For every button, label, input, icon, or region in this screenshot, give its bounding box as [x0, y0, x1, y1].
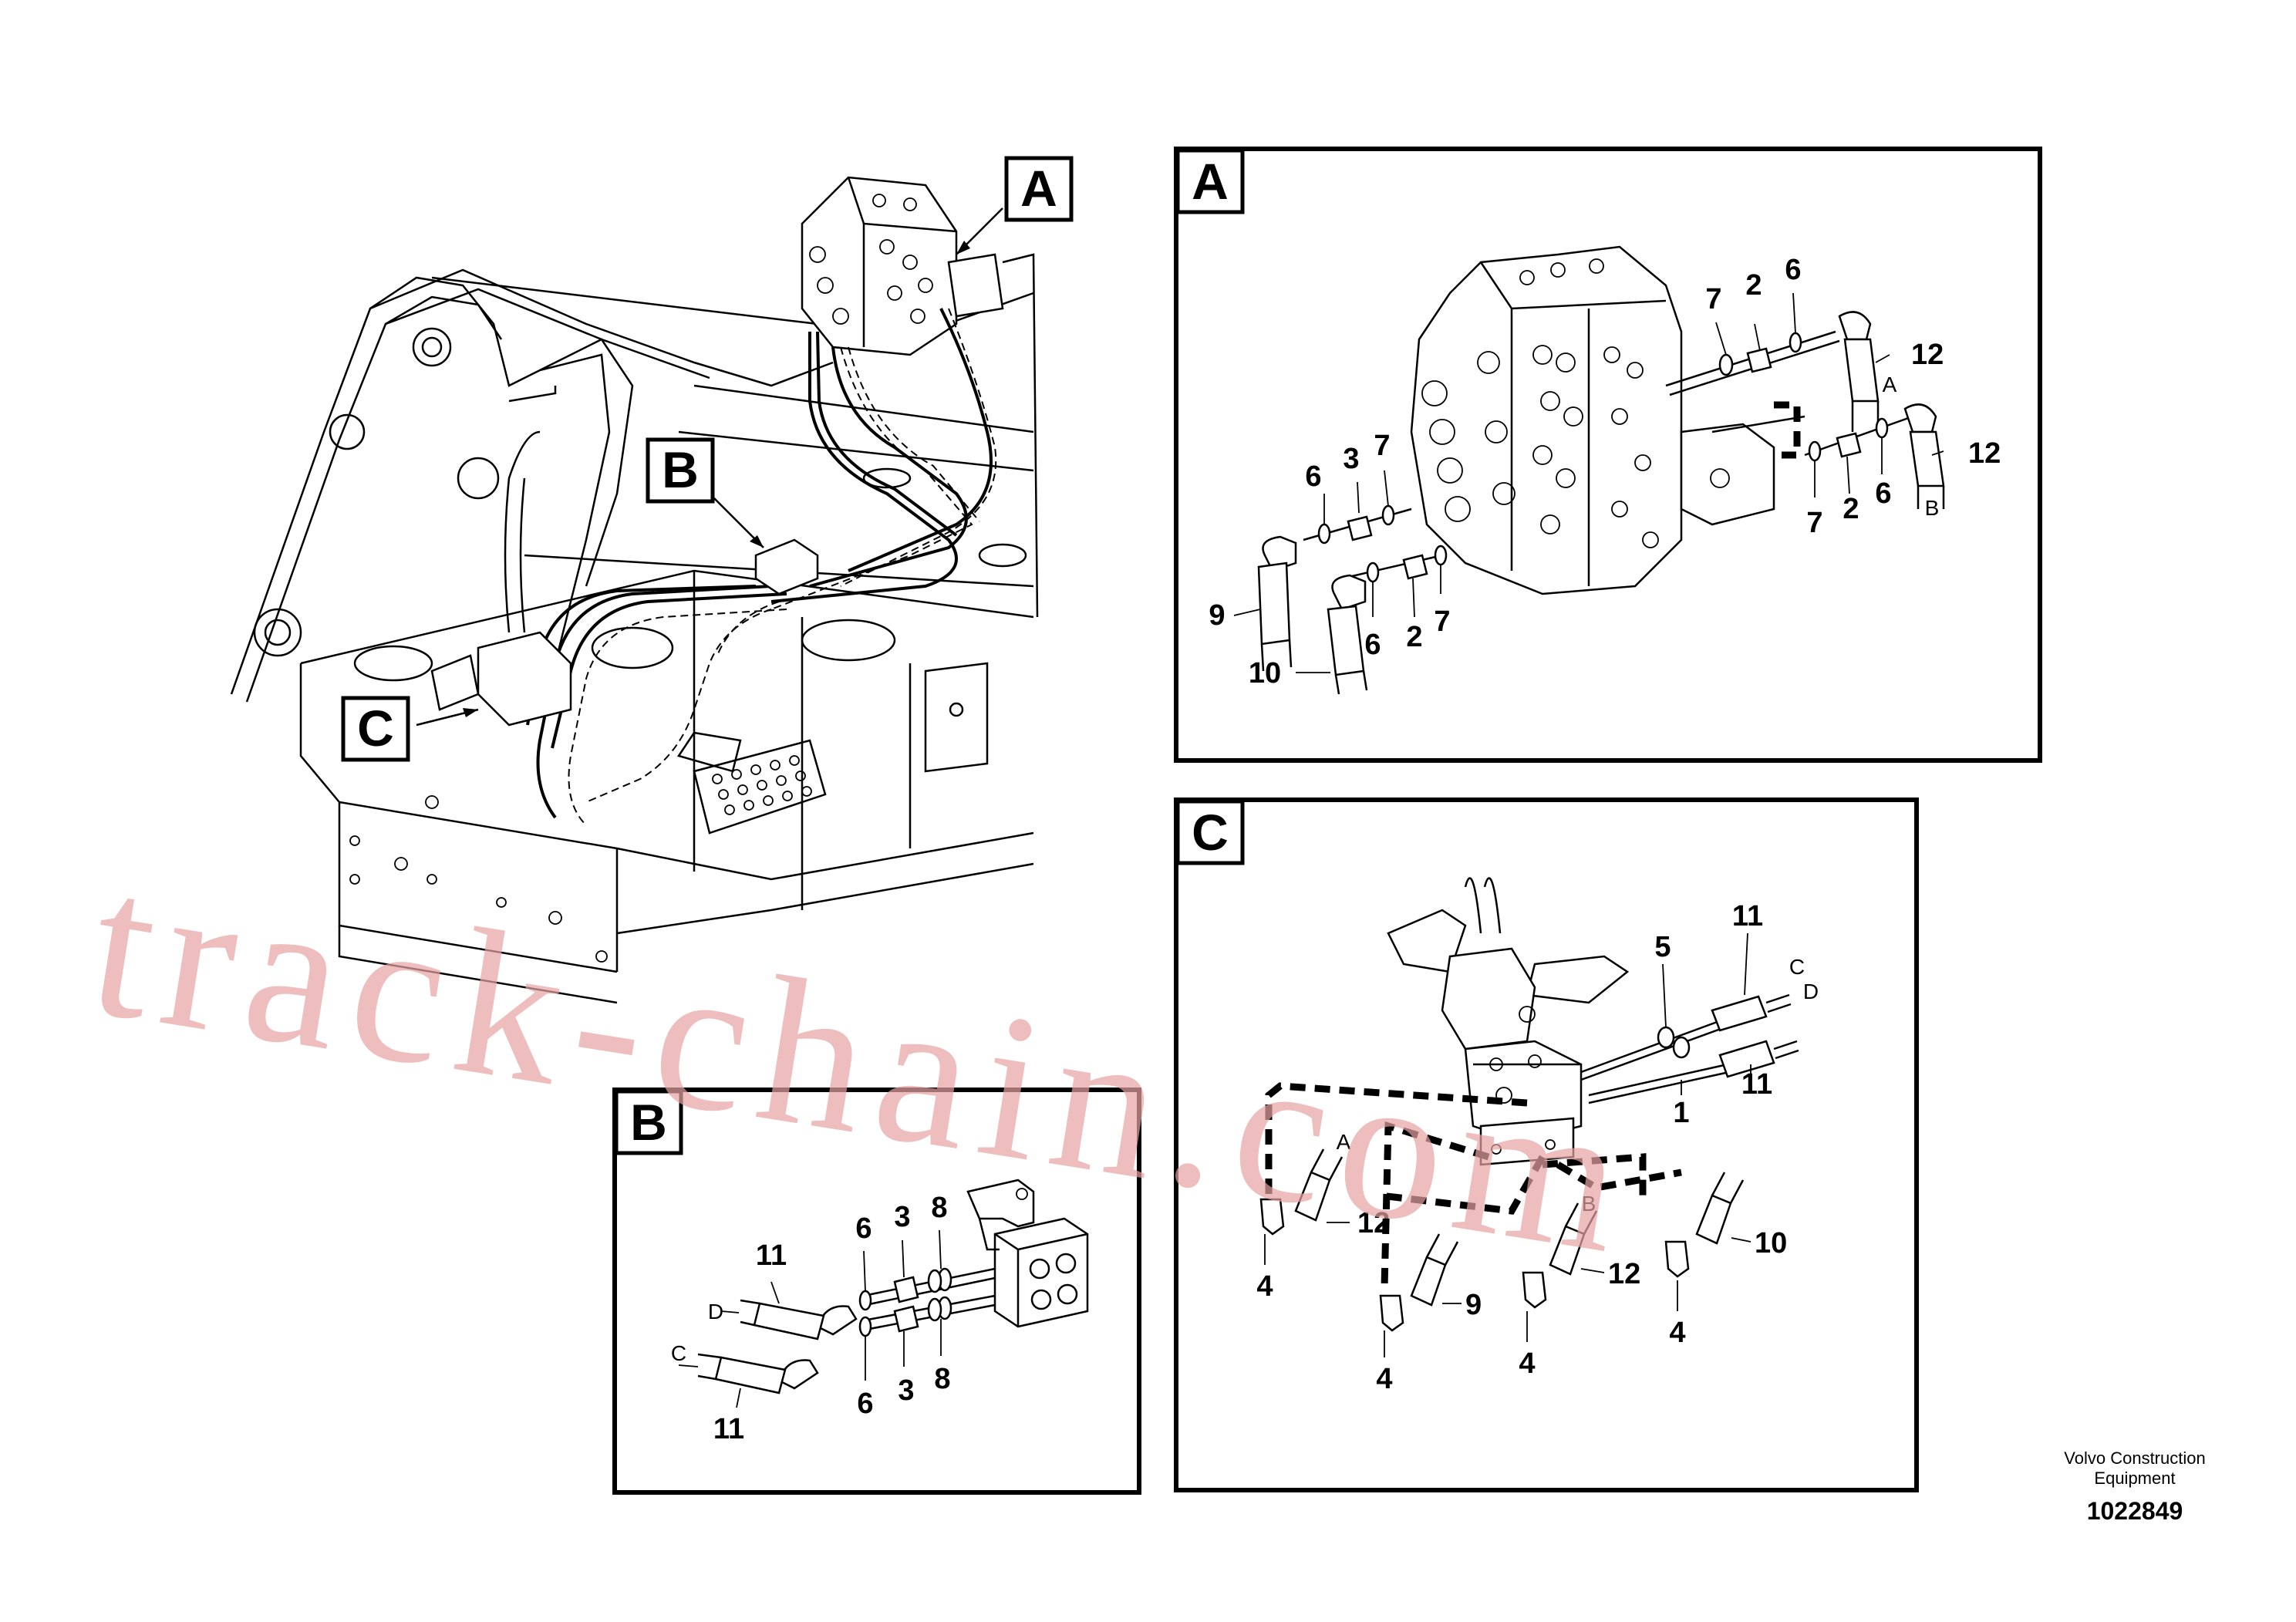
svg-text:B: B: [662, 441, 699, 498]
label-c-11-top: 11: [1732, 900, 1763, 932]
label-b-3-bottom: 3: [898, 1374, 914, 1407]
label-c-4-left: 4: [1256, 1270, 1273, 1303]
port-b-label: B: [1582, 1192, 1596, 1216]
label-a-9: 9: [1209, 599, 1225, 632]
label-c-9: 9: [1465, 1289, 1482, 1321]
label-c-12-center: 12: [1608, 1258, 1640, 1290]
port-b-label: B: [1925, 496, 1940, 520]
label-a-2-top: 2: [1745, 269, 1762, 302]
footer-company-line1: Volvo Construction: [2064, 1448, 2205, 1468]
port-a-label: A: [1883, 373, 1897, 396]
callout-a: A: [1004, 156, 1074, 222]
drawing-number: 1022849: [2087, 1497, 2183, 1525]
main-view: [230, 176, 1039, 1004]
detail-a-tag: A: [1192, 153, 1229, 210]
label-c-11-right: 11: [1741, 1068, 1772, 1101]
port-c-label: C: [671, 1341, 686, 1365]
label-b-8-top: 8: [931, 1192, 947, 1224]
label-a-7-top: 7: [1705, 283, 1721, 315]
label-c-4-bottom: 4: [1376, 1363, 1392, 1395]
detail-b-tag: B: [630, 1094, 667, 1151]
callout-c: C: [341, 696, 410, 762]
label-c-4-center: 4: [1519, 1347, 1535, 1380]
label-c-1: 1: [1673, 1097, 1689, 1129]
label-c-5: 5: [1654, 931, 1671, 963]
port-d-label: D: [1803, 980, 1819, 1003]
label-a-6-left: 6: [1305, 460, 1321, 493]
label-a-12-top: 12: [1911, 339, 1944, 371]
label-a-7-right: 7: [1806, 507, 1822, 539]
label-b-3-top: 3: [894, 1201, 910, 1233]
label-c-12-left: 12: [1357, 1207, 1390, 1239]
detail-c-panel: C: [1174, 798, 1919, 1492]
label-b-6-bottom: 6: [857, 1388, 873, 1420]
label-b-11-top: 11: [756, 1239, 787, 1272]
label-b-6-top: 6: [855, 1212, 872, 1245]
label-a-7-left: 7: [1374, 430, 1390, 462]
port-a-label: A: [1337, 1130, 1351, 1154]
port-d-label: D: [708, 1300, 723, 1324]
label-b-8-bottom: 8: [934, 1363, 950, 1395]
label-a-12-right: 12: [1968, 437, 2001, 470]
footer: Volvo Construction Equipment 1022849: [2064, 1448, 2205, 1525]
detail-a-panel: A: [1174, 147, 2042, 763]
detail-c-tag: C: [1192, 804, 1229, 861]
fittings-4: [1259, 1198, 1690, 1332]
detail-b-panel: B: [612, 1088, 1141, 1495]
label-a-6-bottom: 6: [1364, 629, 1381, 661]
svg-text:A: A: [1020, 160, 1057, 217]
footer-company-line2: Equipment: [2094, 1469, 2175, 1488]
label-c-4-right: 4: [1669, 1317, 1685, 1349]
label-a-7-bottom: 7: [1434, 605, 1450, 638]
label-a-2-right: 2: [1843, 493, 1859, 525]
label-a-10: 10: [1249, 657, 1281, 690]
callout-b: B: [646, 437, 715, 504]
svg-text:C: C: [357, 700, 394, 757]
label-b-11-bottom: 11: [713, 1413, 744, 1445]
label-a-6-right: 6: [1875, 477, 1891, 510]
port-c-label: C: [1789, 955, 1805, 979]
label-c-10: 10: [1755, 1227, 1787, 1259]
label-a-6-top: 6: [1785, 254, 1801, 286]
label-a-3-left: 3: [1343, 443, 1359, 475]
label-a-2-bottom: 2: [1406, 621, 1422, 653]
